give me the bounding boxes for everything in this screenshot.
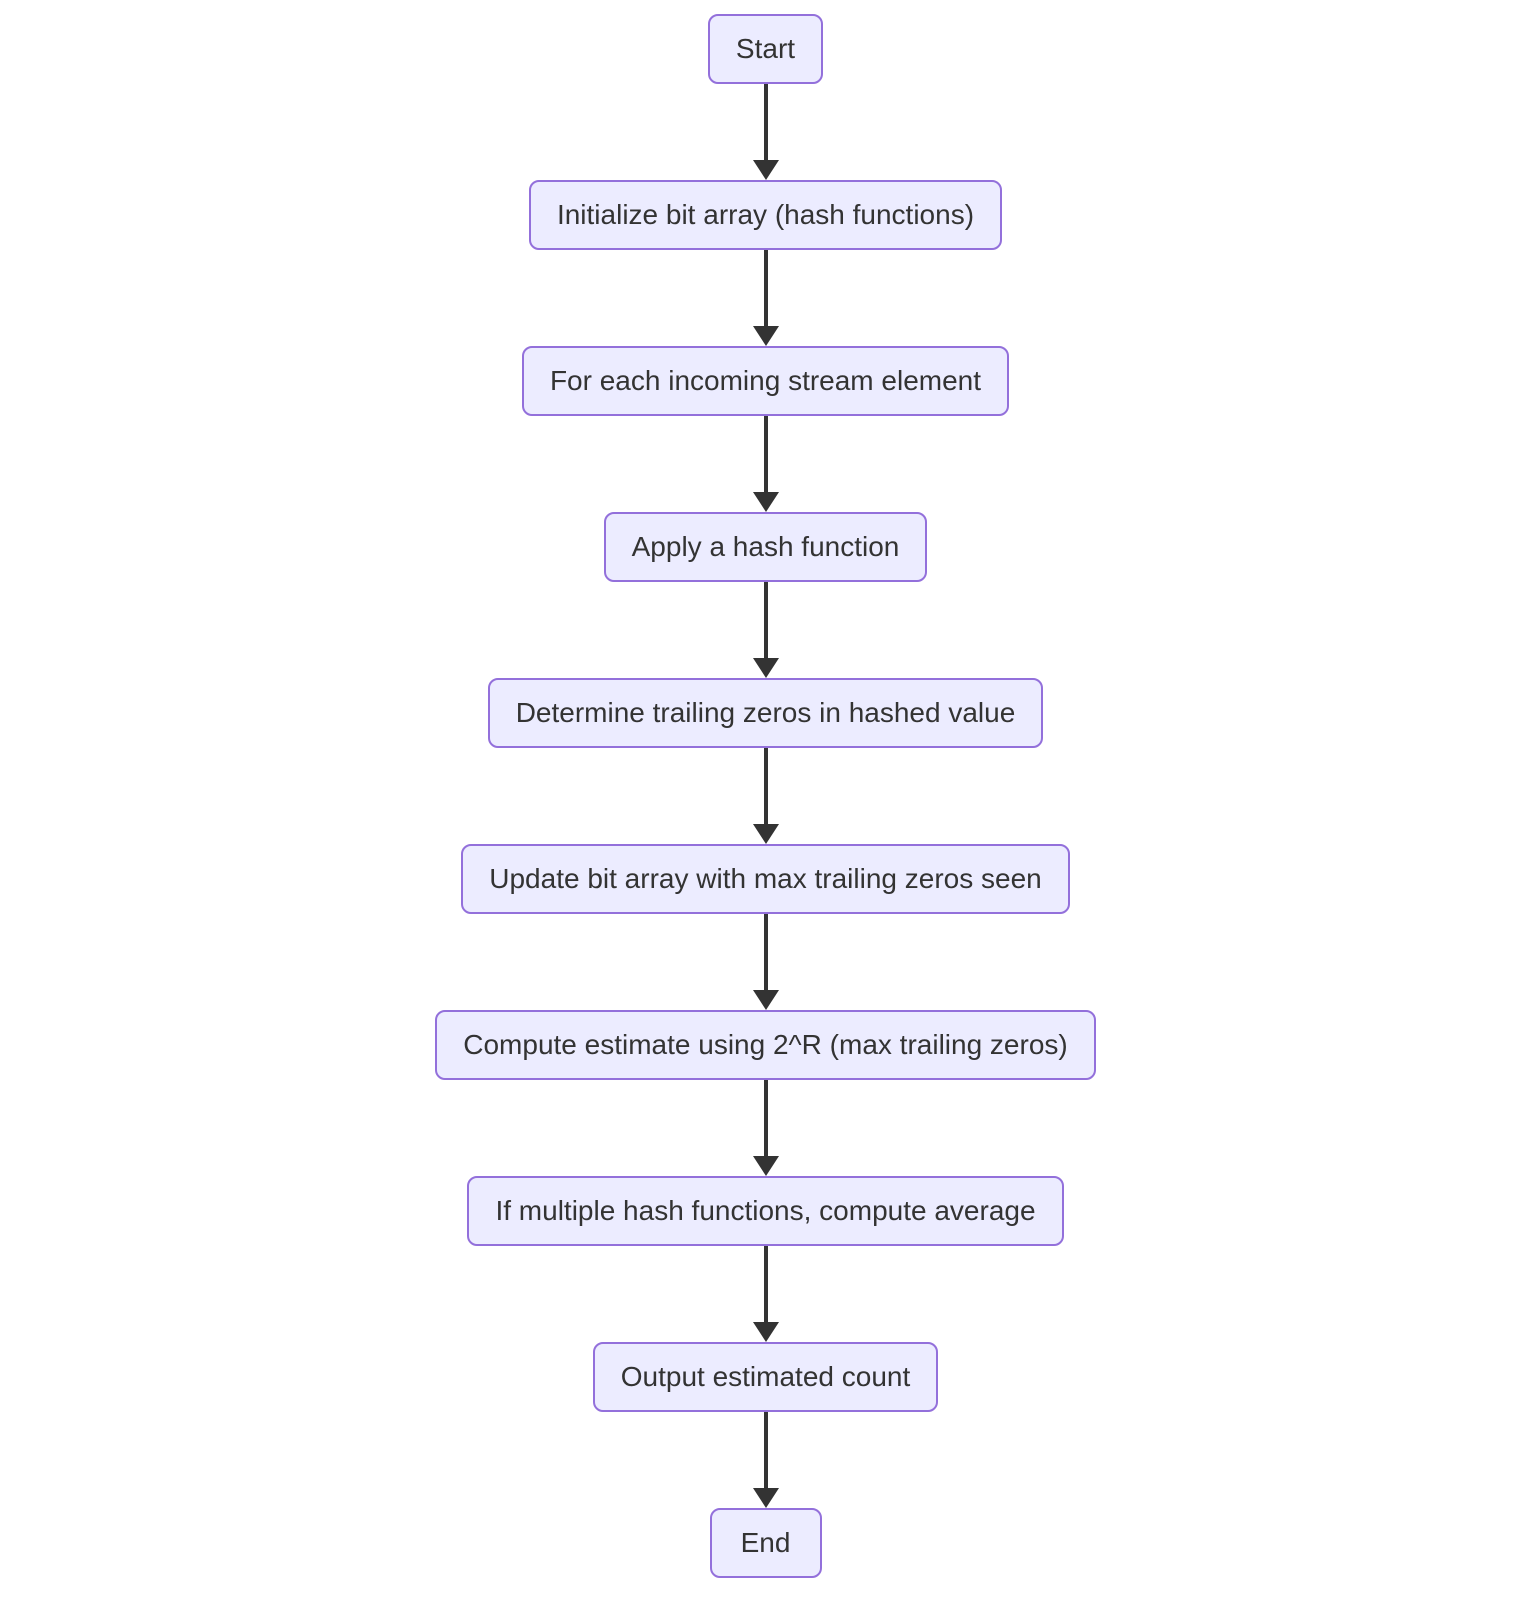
arrowhead-icon (752, 160, 779, 180)
edge-line (763, 1080, 768, 1156)
edge-line (763, 1246, 768, 1322)
flow-edge-trailing-zeros-to-update-bit-array (752, 748, 779, 844)
flow-edge-average-estimates-to-output-count (752, 1246, 779, 1342)
flow-edge-update-bit-array-to-compute-estimate (752, 914, 779, 1010)
arrowhead-icon (752, 326, 779, 346)
flow-edge-compute-estimate-to-average-estimates (752, 1080, 779, 1176)
flow-node-label: For each incoming stream element (549, 365, 982, 397)
edge-line (763, 914, 768, 990)
flow-node-label: Initialize bit array (hash functions) (556, 199, 975, 231)
arrowhead-icon (752, 990, 779, 1010)
flow-edge-output-count-to-end (752, 1412, 779, 1508)
edge-line (763, 84, 768, 160)
flow-edge-init-bit-array-to-for-each-element (752, 250, 779, 346)
edge-line (763, 1412, 768, 1488)
arrowhead-icon (752, 824, 779, 844)
edge-line (763, 250, 768, 326)
flow-node-trailing-zeros: Determine trailing zeros in hashed value (487, 678, 1044, 748)
edge-line (763, 748, 768, 824)
flow-node-for-each-element: For each incoming stream element (521, 346, 1010, 416)
arrowhead-icon (752, 1156, 779, 1176)
flow-edge-start-to-init-bit-array (752, 84, 779, 180)
flow-node-label: Apply a hash function (631, 531, 900, 563)
flow-node-init-bit-array: Initialize bit array (hash functions) (528, 180, 1003, 250)
flow-edge-for-each-element-to-apply-hash (752, 416, 779, 512)
flow-node-label: Compute estimate using 2^R (max trailing… (463, 1029, 1068, 1061)
flow-node-average-estimates: If multiple hash functions, compute aver… (467, 1176, 1064, 1246)
flow-node-label: Update bit array with max trailing zeros… (489, 863, 1042, 895)
flow-node-label: If multiple hash functions, compute aver… (495, 1195, 1036, 1227)
flow-node-compute-estimate: Compute estimate using 2^R (max trailing… (435, 1010, 1096, 1080)
flow-node-label: Start (735, 33, 796, 65)
edge-line (763, 582, 768, 658)
flow-node-label: Output estimated count (620, 1361, 911, 1393)
flow-node-apply-hash: Apply a hash function (603, 512, 928, 582)
arrowhead-icon (752, 492, 779, 512)
arrowhead-icon (752, 658, 779, 678)
edge-line (763, 416, 768, 492)
flow-node-update-bit-array: Update bit array with max trailing zeros… (461, 844, 1070, 914)
flow-node-label: Determine trailing zeros in hashed value (515, 697, 1016, 729)
flow-node-end: End (709, 1508, 822, 1578)
arrowhead-icon (752, 1488, 779, 1508)
arrowhead-icon (752, 1322, 779, 1342)
flow-node-label: End (740, 1527, 791, 1559)
flow-edge-apply-hash-to-trailing-zeros (752, 582, 779, 678)
flow-node-start: Start (707, 14, 824, 84)
flow-node-output-count: Output estimated count (592, 1342, 939, 1412)
